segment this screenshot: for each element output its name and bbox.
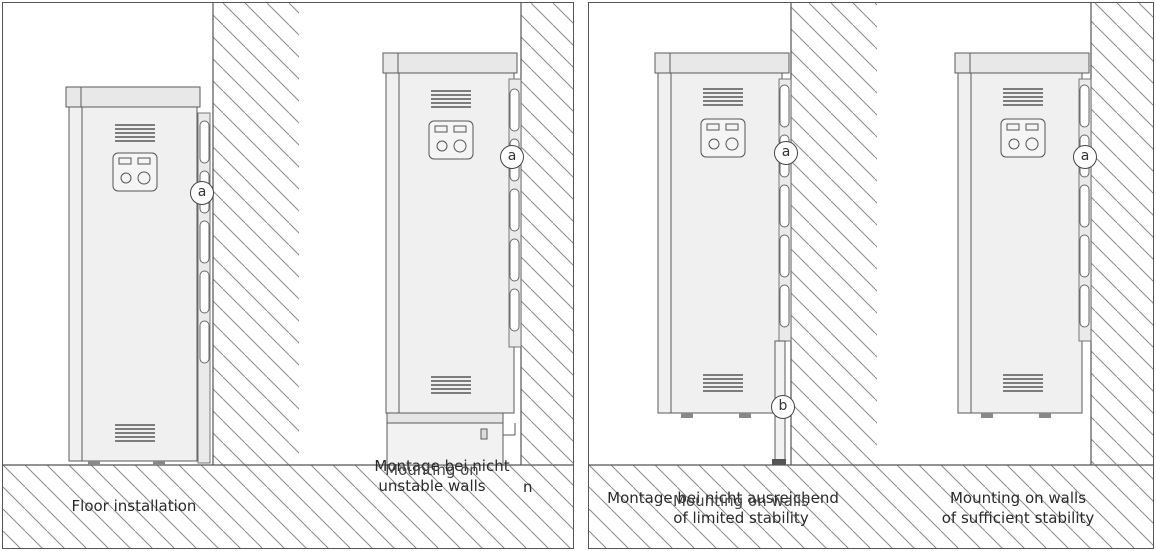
floor-hatching <box>299 465 573 548</box>
keypad <box>428 120 474 160</box>
caption-floor-installation: Floor installation <box>71 497 197 515</box>
floor-hatching <box>589 465 877 548</box>
caption-limited-stability-line2: of limited stability <box>673 509 809 527</box>
support-foot <box>772 459 786 465</box>
cabinet-top <box>954 52 1090 74</box>
caption-unstable-walls-overlay: Mounting on <box>385 461 479 479</box>
floor-hatching <box>877 465 1153 548</box>
caption-limited-stability-overlay: Mounting on walls <box>672 492 810 510</box>
keypad <box>112 152 158 192</box>
cabinet-top <box>654 52 790 74</box>
scene-floor-installation <box>3 3 299 548</box>
caption-unstable-walls-german: Montage bei nicht <box>374 457 510 475</box>
cabinet-top <box>382 52 518 74</box>
caption-sufficient-stability-line1: Mounting on walls <box>949 489 1087 507</box>
scene-sufficient-stability <box>877 3 1153 548</box>
wall-hatching <box>521 3 573 465</box>
panel-right: a b a Montage bei nicht ausreichend Moun… <box>588 2 1154 549</box>
right-panel-drawing <box>589 3 1153 548</box>
wall-bracket-column <box>779 84 790 328</box>
wall-bracket-column <box>1079 84 1090 328</box>
callout-b: b <box>771 395 795 419</box>
caption-stray-char: n <box>523 478 533 496</box>
callout-a: a <box>500 145 524 169</box>
keypad <box>700 118 746 158</box>
floor-hatching <box>3 465 299 548</box>
wall-bracket-column <box>509 88 520 332</box>
callout-a: a <box>774 141 798 165</box>
scene-limited-stability <box>589 3 877 548</box>
keypad <box>1000 118 1046 158</box>
caption-limited-stability-german: Montage bei nicht ausreichend <box>607 489 839 507</box>
caption-unstable-walls-line2: unstable walls <box>378 477 486 495</box>
panel-left: a a Floor installation Montage bei nicht… <box>2 2 574 549</box>
wall-hatching <box>213 3 299 465</box>
cabinet-top <box>65 86 201 108</box>
caption-sufficient-stability-line2: of sufficient stability <box>941 509 1095 527</box>
callout-a: a <box>190 181 214 205</box>
wall-hatching <box>791 3 877 465</box>
wall-bracket-column <box>199 120 210 364</box>
wall-hatching <box>1091 3 1153 465</box>
callout-a: a <box>1073 145 1097 169</box>
